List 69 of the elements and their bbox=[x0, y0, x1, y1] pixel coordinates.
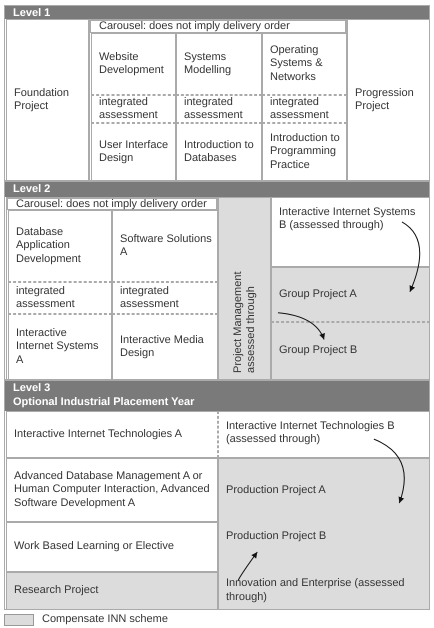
module-cell bbox=[91, 95, 176, 123]
module-cell bbox=[262, 33, 347, 95]
module-label: integrated assessment bbox=[270, 96, 330, 122]
module-cell bbox=[176, 95, 262, 123]
module-label: Systems Modelling bbox=[184, 50, 232, 78]
module-cell bbox=[91, 33, 176, 95]
module-label: Introduction to Programming Practice bbox=[270, 132, 341, 172]
module-label: Progression Project bbox=[355, 86, 415, 114]
module-label: integrated assessment bbox=[99, 96, 159, 122]
module-cell bbox=[6, 522, 218, 572]
module-cell bbox=[8, 210, 112, 282]
module-cell bbox=[176, 33, 262, 95]
module-label: Group Project B bbox=[279, 344, 358, 358]
module-cell bbox=[6, 411, 218, 458]
module-label: Advanced Database Management A or Human Computer Interaction, Advanced Software Development A bbox=[14, 470, 211, 510]
module-label: Work Based Learning or Elective bbox=[14, 540, 174, 554]
module-label: Operating Systems & Networks bbox=[270, 44, 324, 84]
module-label: Database Application Development bbox=[16, 226, 82, 266]
level-heading-band: Level 3 Optional Industrial Placement Year bbox=[5, 381, 429, 411]
module-cell bbox=[218, 411, 430, 458]
module-label: Website Development bbox=[99, 50, 165, 78]
module-cell bbox=[6, 458, 218, 522]
level-section bbox=[4, 5, 430, 181]
module-label: Production Project A bbox=[226, 484, 326, 498]
carousel-group bbox=[6, 197, 218, 380]
level-section bbox=[4, 181, 430, 380]
module-label: Foundation Project bbox=[14, 86, 70, 114]
module-label: Software Solutions A bbox=[120, 232, 212, 260]
carousel-heading: Carousel: does not imply delivery order bbox=[7, 198, 217, 210]
level-heading-band: Level 1 bbox=[5, 6, 429, 19]
module-label: Interactive Internet Technologies B (assessed through) bbox=[226, 420, 396, 446]
module-cell bbox=[8, 282, 112, 314]
module-cell bbox=[271, 322, 430, 380]
module-cell bbox=[91, 123, 176, 181]
module-label: Production Project B bbox=[226, 530, 326, 544]
curved-arrow bbox=[277, 312, 325, 340]
legend-label: Compensate INN scheme bbox=[42, 613, 168, 625]
module-label: Interactive Media Design bbox=[120, 334, 205, 360]
curved-arrow bbox=[238, 552, 258, 581]
module-label: integrated assessment bbox=[184, 96, 244, 122]
module-cell bbox=[176, 123, 262, 181]
module-label: Research Project bbox=[14, 584, 98, 598]
vertical-label: Project Management assessed through bbox=[232, 270, 258, 373]
module-cell bbox=[271, 197, 430, 267]
module-cell bbox=[271, 267, 430, 322]
level-heading-band: Level 2 bbox=[5, 182, 429, 197]
module-label: Interactive Internet Systems B (assessed through) bbox=[279, 206, 416, 232]
module-label: User Interface Design bbox=[99, 138, 170, 166]
module-label: Interactive Internet Technologies A bbox=[14, 428, 182, 442]
module-cell bbox=[6, 572, 218, 610]
module-cell bbox=[262, 123, 347, 181]
module-label: integrated assessment bbox=[120, 284, 180, 312]
vertical-label-column bbox=[218, 197, 271, 380]
curved-arrow bbox=[401, 221, 420, 292]
module-label: Group Project A bbox=[279, 288, 357, 302]
module-cell bbox=[6, 19, 89, 181]
module-cell bbox=[347, 19, 430, 181]
carousel-heading: Carousel: does not imply delivery order bbox=[90, 20, 346, 33]
module-label: Innovation and Enterprise (assessed through) bbox=[226, 577, 406, 604]
module-cell bbox=[262, 95, 347, 123]
module-cell bbox=[218, 572, 430, 610]
curved-arrow bbox=[373, 438, 405, 504]
module-label: Interactive Internet Systems A bbox=[16, 327, 100, 367]
module-label: integrated assessment bbox=[16, 284, 76, 312]
module-label: Introduction to Databases bbox=[184, 138, 255, 166]
module-cell bbox=[8, 314, 112, 380]
carousel-group bbox=[89, 19, 347, 181]
level-section bbox=[4, 380, 430, 610]
module-cell bbox=[218, 458, 430, 522]
